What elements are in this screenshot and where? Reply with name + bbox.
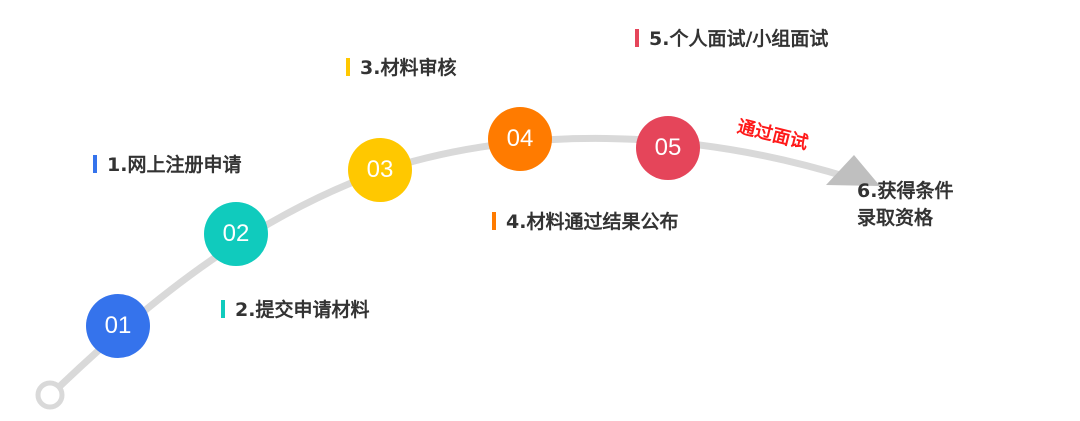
step-label-1: 1.网上注册申请	[93, 150, 241, 177]
step-label-2: 2.提交申请材料	[221, 295, 369, 322]
step-label-5: 5.个人面试/小组面试	[635, 24, 828, 51]
step-label-text: 4.材料通过结果公布	[506, 211, 679, 233]
final-line-2: 录取资格	[857, 207, 934, 229]
final-step-label: 6.获得条件 录取资格	[857, 178, 953, 232]
accent-bar	[346, 57, 350, 76]
step-label-text: 2.提交申请材料	[235, 299, 370, 321]
step-node-05: 05	[636, 116, 700, 180]
accent-bar	[492, 211, 496, 230]
start-ring	[35, 380, 65, 410]
accent-bar	[93, 154, 97, 173]
step-label-3: 3.材料审核	[346, 53, 456, 80]
accent-bar	[221, 299, 225, 318]
step-label-text: 5.个人面试/小组面试	[649, 28, 829, 50]
final-line-1: 6.获得条件	[857, 180, 954, 202]
step-label-text: 3.材料审核	[360, 57, 457, 79]
step-node-03: 03	[348, 138, 412, 202]
step-label-text: 1.网上注册申请	[107, 154, 242, 176]
step-node-02: 02	[204, 202, 268, 266]
step-label-4: 4.材料通过结果公布	[492, 207, 678, 234]
arrow-head-icon	[826, 155, 880, 186]
step-node-01: 01	[86, 294, 150, 358]
accent-bar	[635, 28, 639, 47]
step-node-04: 04	[488, 107, 552, 171]
